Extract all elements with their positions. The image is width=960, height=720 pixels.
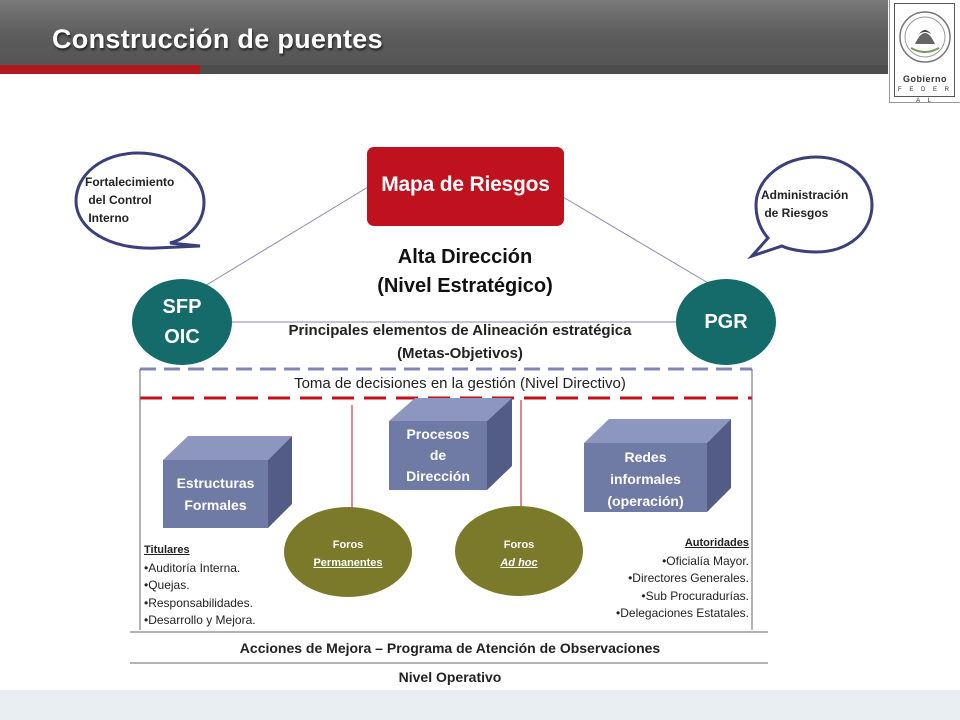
titulares-item: •Auditoría Interna.	[144, 560, 241, 575]
titulares-item: •Desarrollo y Mejora.	[144, 613, 256, 627]
foros-permanentes-line1: Foros	[332, 539, 364, 551]
pgr-label: PGR	[704, 311, 748, 333]
titulares-item: •Quejas.	[144, 578, 190, 592]
estructuras-label: Estructuras Formales	[163, 472, 268, 516]
logo-line2: F E D E R A L	[897, 87, 952, 104]
header-bar	[0, 0, 888, 65]
autoridades-list: Autoridades •Oficialía Mayor. •Directore…	[616, 535, 749, 623]
titulares-item: •Responsabilidades.	[144, 595, 253, 610]
redes-line1: Redes	[624, 449, 667, 465]
autoridades-item: •Sub Procuradurías.	[641, 588, 749, 603]
titulares-list: Titulares •Auditoría Interna. •Quejas. •…	[144, 542, 256, 630]
nivel-operativo-label: Nivel Operativo	[398, 669, 502, 685]
redes-line3: (operación)	[607, 493, 684, 509]
estructuras-line2: Formales	[184, 497, 247, 513]
procesos-line1: Procesos	[406, 426, 470, 442]
autoridades-item: •Oficialía Mayor.	[662, 553, 749, 568]
speech-bubble-right	[747, 155, 874, 260]
page-title: Construcción de puentes	[52, 24, 383, 54]
sfp-label: SFP	[162, 296, 202, 318]
procesos-box	[389, 398, 512, 490]
redes-label: Redes informales (operación)	[584, 446, 707, 512]
oic-label: OIC	[164, 326, 200, 348]
pgr-circle	[676, 279, 776, 365]
toma-decisiones-label: Toma de decisiones en la gestión (Nivel …	[294, 375, 626, 392]
foros-permanentes-ellipse	[284, 507, 412, 597]
autoridades-item: •Delegaciones Estatales.	[616, 606, 749, 620]
procesos-line3: Dirección	[406, 468, 470, 484]
estructuras-line1: Estructuras	[176, 475, 255, 491]
alta-direccion-line2: (Nivel Estratégico)	[377, 275, 553, 297]
logo-text: Gobierno F E D E R A L	[895, 74, 955, 107]
alta-direccion-line1: Alta Dirección	[397, 246, 533, 268]
header-accent-red	[0, 65, 200, 74]
titulares-heading: Titulares	[144, 544, 190, 556]
mapa-riesgos-box	[367, 147, 564, 226]
autoridades-heading: Autoridades	[684, 537, 749, 549]
foros-permanentes-label: Foros Permanentes	[288, 536, 408, 572]
speech-bubble-left	[74, 151, 206, 250]
redes-line2: informales	[610, 471, 681, 487]
foros-adhoc-line2: Ad hoc	[500, 557, 538, 569]
bubble-left-text: Fortalecimiento del Control Interno	[85, 175, 175, 225]
estructuras-box	[163, 436, 292, 528]
footer-bar	[0, 690, 960, 720]
bubble-right-text: Administración de Riesgos	[761, 188, 849, 220]
foros-permanentes-line2: Permanentes	[313, 557, 383, 569]
foros-adhoc-label: Foros Ad hoc	[459, 536, 579, 572]
principales-line2: (Metas-Objetivos)	[397, 345, 523, 362]
gobierno-federal-logo: Gobierno F E D E R A L	[889, 0, 960, 104]
autoridades-item: •Directores Generales.	[628, 571, 749, 585]
acciones-mejora-label: Acciones de Mejora – Programa de Atenció…	[239, 640, 661, 656]
triangle-line-right	[562, 196, 721, 291]
principales-line1: Principales elementos de Alineación estr…	[288, 322, 632, 339]
procesos-line2: de	[429, 447, 447, 463]
logo-line1: Gobierno	[903, 74, 947, 84]
foros-adhoc-line1: Foros	[503, 539, 535, 551]
mapa-riesgos-label: Mapa de Riesgos	[381, 173, 550, 196]
logo-frame: Gobierno F E D E R A L	[894, 3, 955, 104]
sfp-oic-circle	[132, 279, 232, 365]
coat-of-arms-icon	[899, 11, 951, 63]
foros-adhoc-ellipse	[455, 506, 583, 596]
redes-box	[584, 419, 731, 512]
procesos-label: Procesos de Dirección	[389, 424, 487, 487]
triangle-line-left	[194, 186, 369, 293]
header-accent-gray	[200, 65, 888, 74]
